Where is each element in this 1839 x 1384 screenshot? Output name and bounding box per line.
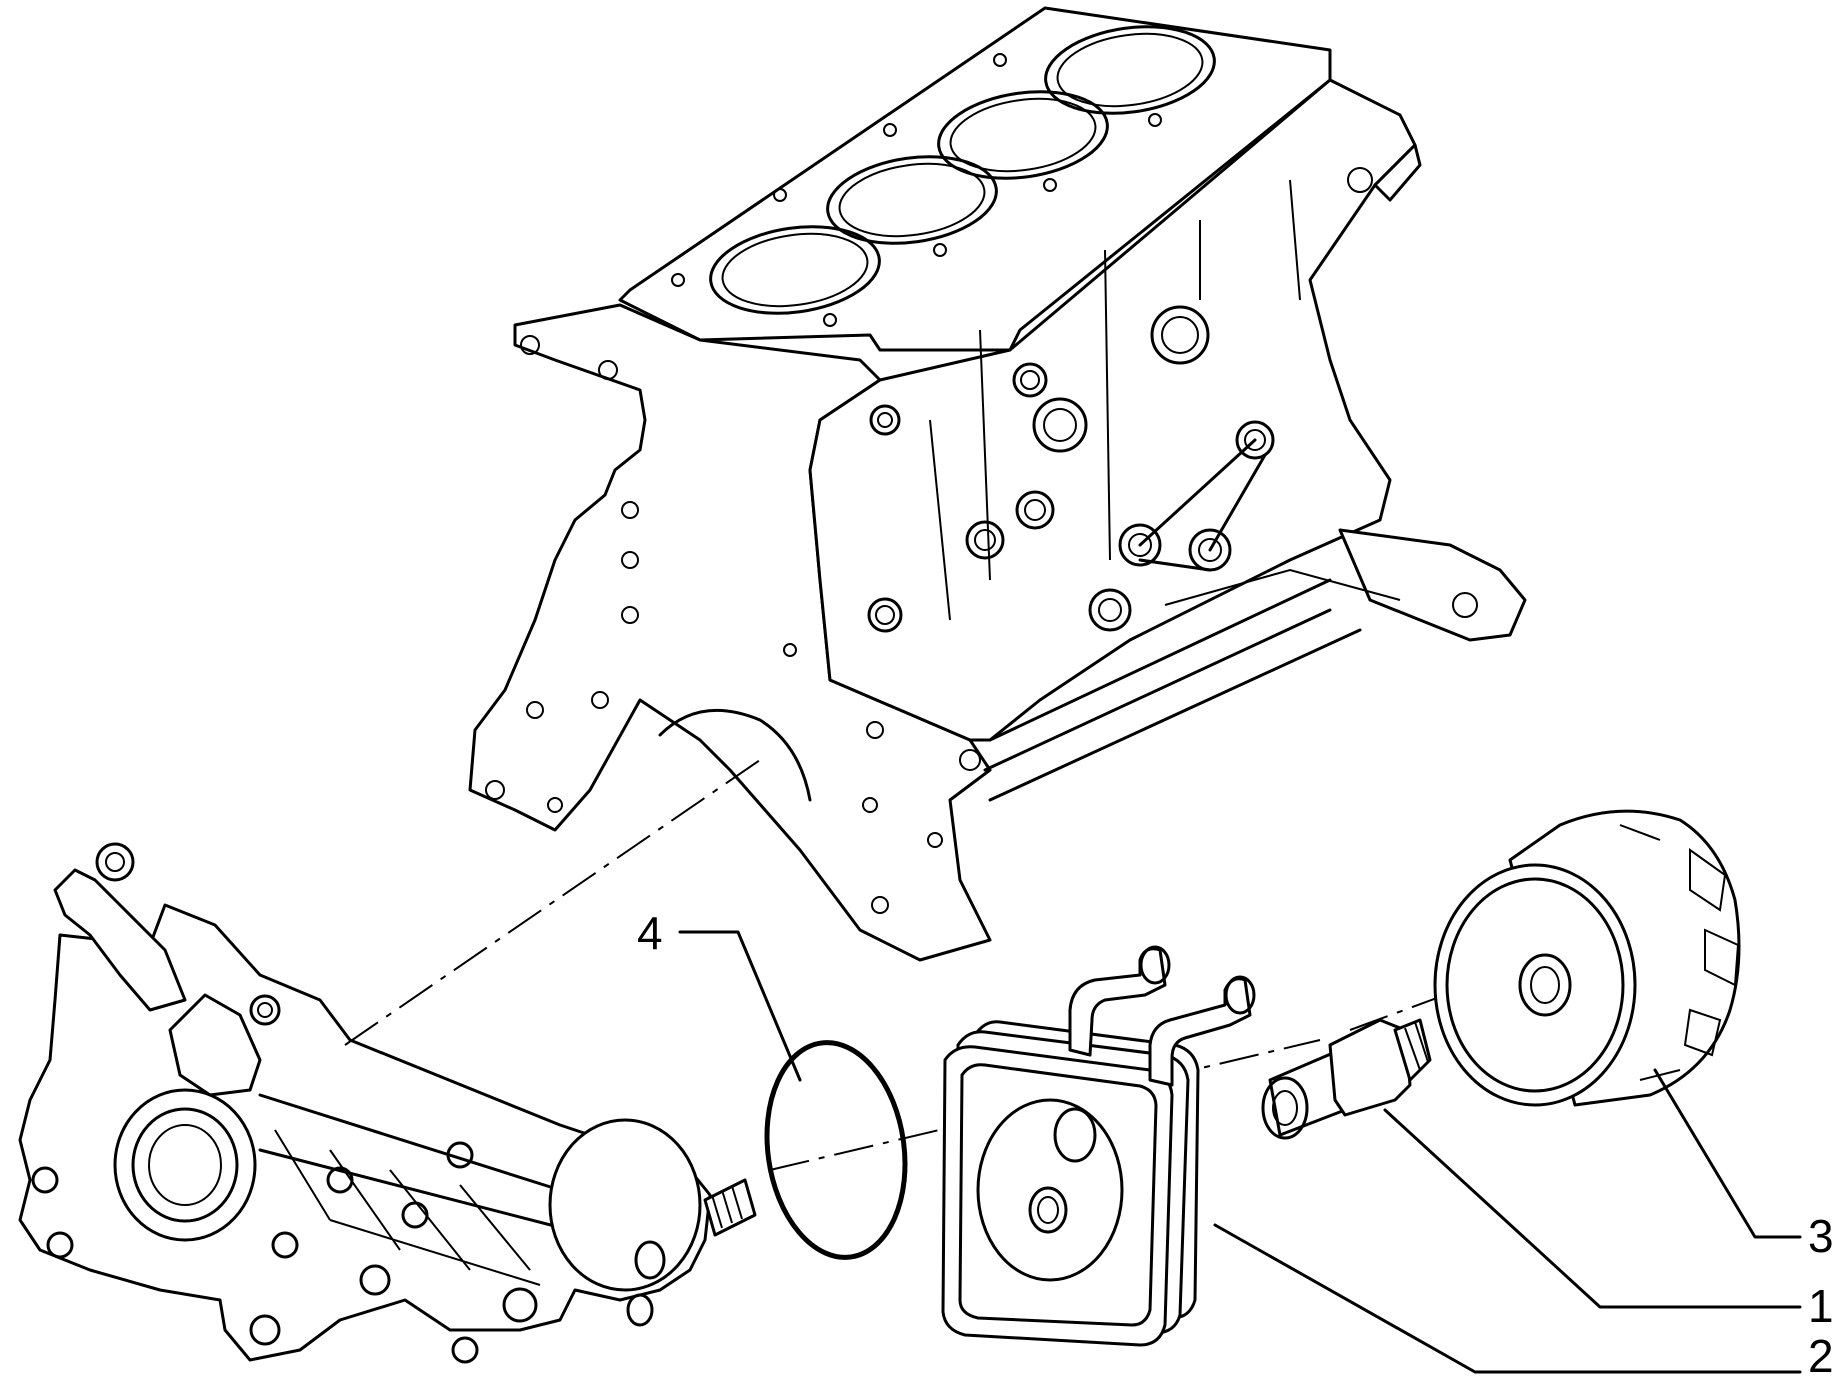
assembly-axis-line xyxy=(344,759,761,1046)
callout-label-1: 1 xyxy=(1808,1280,1834,1332)
callout-label-3: 3 xyxy=(1808,1210,1834,1262)
callout-label-2: 2 xyxy=(1808,1330,1834,1382)
o-ring-seal xyxy=(764,1040,908,1260)
oil-cooler-heat-exchanger xyxy=(941,945,1256,1347)
engine-block xyxy=(468,6,1527,962)
callout-label-4: 4 xyxy=(637,907,663,959)
oil-filter-support-housing xyxy=(18,842,757,1364)
leader-lines xyxy=(678,930,1802,1374)
oil-filter-cartridge xyxy=(1433,809,1741,1107)
threaded-union xyxy=(1261,1018,1432,1140)
